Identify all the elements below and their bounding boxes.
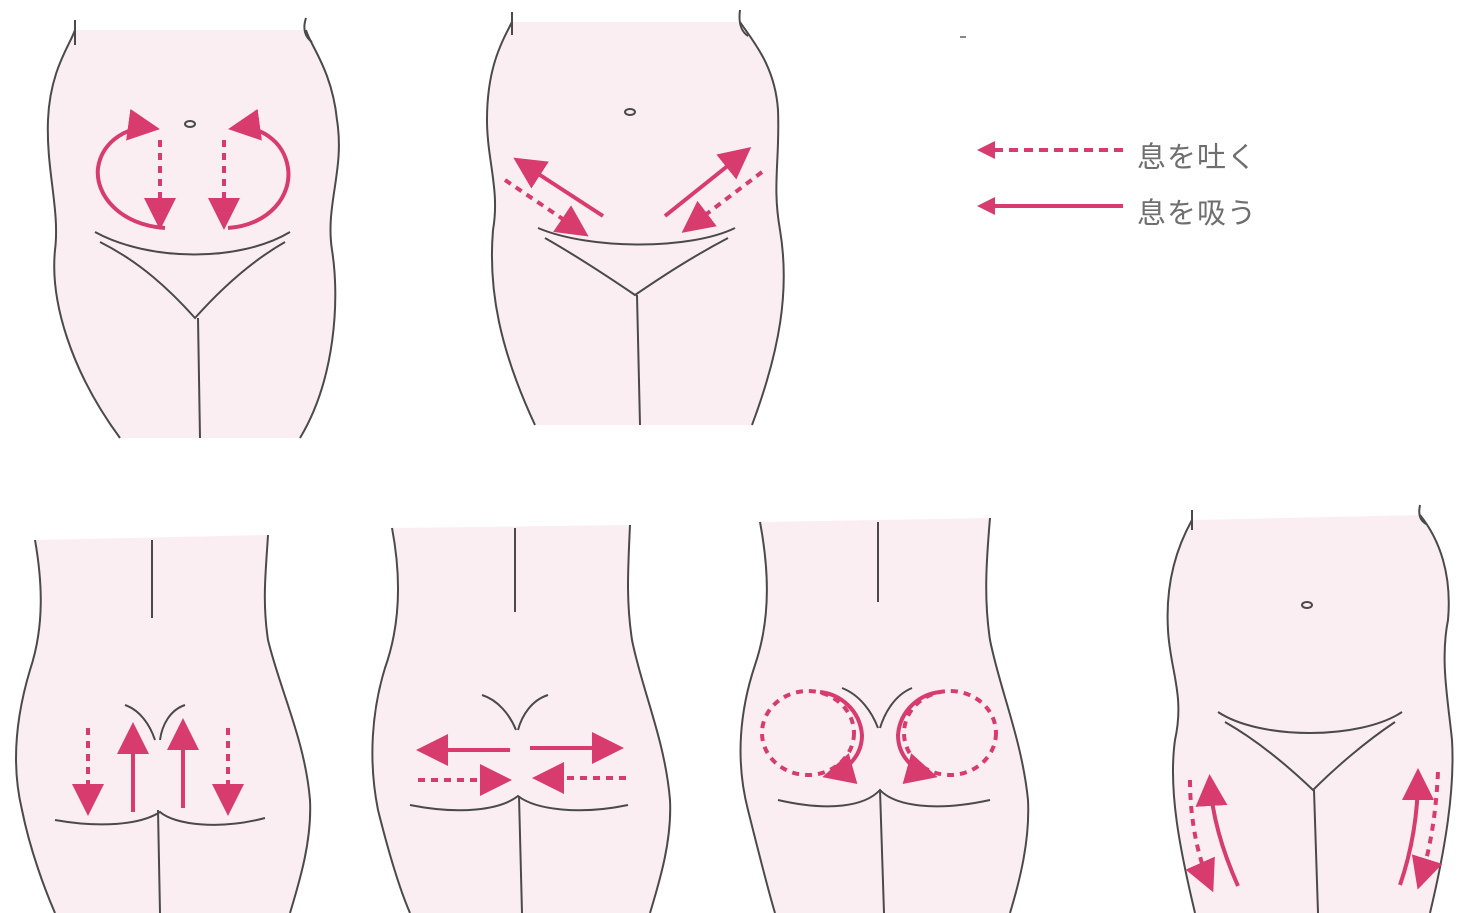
body-outline [48, 30, 339, 438]
figure-front-abdomen-diagonals [487, 10, 784, 425]
figure-back-hips-horizontal [372, 525, 670, 913]
legend-inhale: 息を吸う [975, 188, 1295, 228]
figure-front-abdomen-circles [48, 18, 339, 438]
speck [960, 36, 966, 38]
legend-inhale-label: 息を吸う [1137, 190, 1257, 232]
body-outline [16, 535, 310, 913]
legend-exhale: 息を吐く [975, 132, 1295, 172]
figure-back-hips-circles [741, 518, 1029, 913]
legend-exhale-label: 息を吐く [1137, 134, 1257, 176]
legend: 息を吐く 息を吸う [975, 132, 1295, 242]
solid-arrow-icon [975, 194, 1125, 218]
body-outline [487, 22, 784, 425]
figure-front-thighs-sides [1168, 505, 1453, 913]
figure-back-hips-vertical [16, 535, 310, 913]
dashed-arrow-icon [975, 138, 1125, 162]
